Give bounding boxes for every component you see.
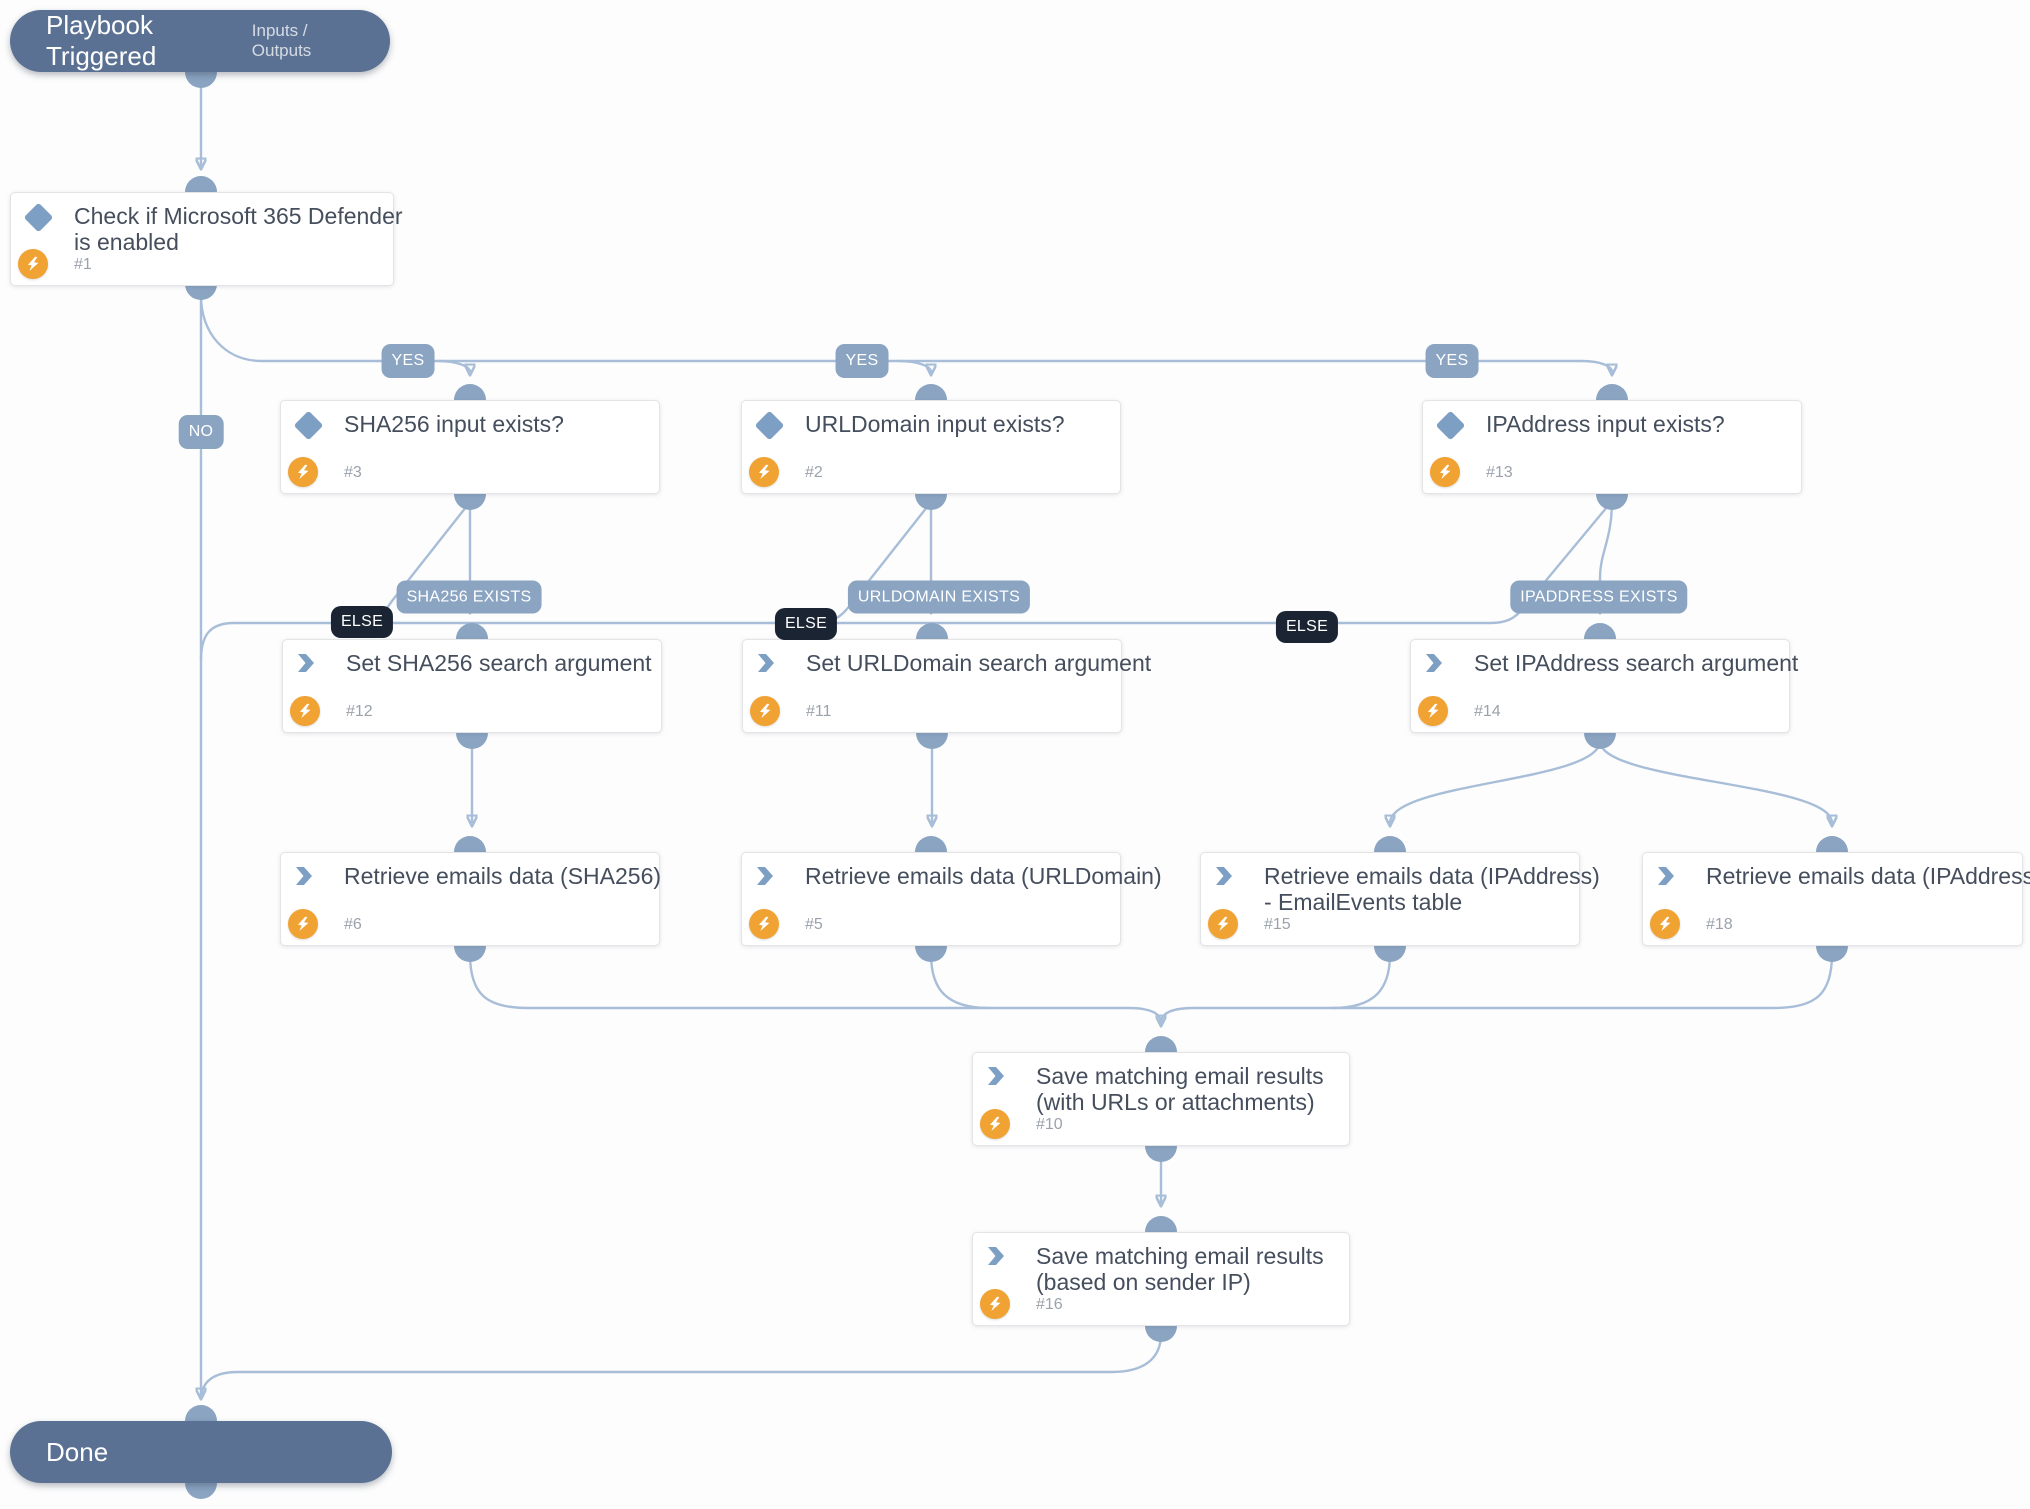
node-retrieve-emails-sha256[interactable]: Retrieve emails data (SHA256) #6 [280, 852, 662, 946]
node-id: #16 [1036, 1296, 1063, 1313]
automation-bolt-icon [749, 909, 779, 939]
automation-bolt-icon [290, 696, 320, 726]
edge-label-no: NO [178, 415, 224, 449]
node-title: Retrieve emails data (IPAddress) [1706, 863, 2030, 889]
node-save-results-urls-attachments[interactable]: Save matching email results (with URLs o… [972, 1052, 1350, 1146]
edge-label-yes-sha256: YES [381, 344, 435, 378]
edge-merge-ip-events [1331, 953, 1392, 1010]
end-terminal[interactable]: Done [10, 1421, 392, 1483]
task-chevron-icon [1656, 865, 1676, 892]
node-id: #14 [1474, 703, 1501, 720]
node-set-urldomain-argument[interactable]: Set URLDomain search argument #11 [742, 639, 1151, 733]
task-chevron-icon [756, 652, 776, 679]
edge-merge-sha256 [468, 953, 529, 1010]
edge-label-urldomain-exists: URLDOMAIN EXISTS [847, 580, 1031, 614]
node-sha256-input-exists[interactable]: SHA256 input exists? #3 [280, 400, 660, 494]
node-retrieve-emails-urldomain[interactable]: Retrieve emails data (URLDomain) #5 [741, 852, 1162, 946]
task-chevron-icon [986, 1245, 1006, 1272]
automation-bolt-icon [1418, 696, 1448, 726]
node-title: Set SHA256 search argument [346, 650, 652, 676]
edge-ipaddress-exists-drop [1600, 500, 1614, 610]
automation-bolt-icon [288, 457, 318, 487]
edge-label-ipaddress-exists: IPADDRESS EXISTS [1510, 580, 1688, 614]
node-ipaddress-input-exists[interactable]: IPAddress input exists? #13 [1422, 400, 1802, 494]
node-urldomain-input-exists[interactable]: URLDomain input exists? #2 [741, 400, 1121, 494]
node-retrieve-emails-ip-emailevents[interactable]: Retrieve emails data (IPAddress) - Email… [1200, 852, 1600, 946]
automation-bolt-icon [1650, 909, 1680, 939]
node-title: Set URLDomain search argument [806, 650, 1152, 676]
node-title: IPAddress input exists? [1486, 411, 1725, 437]
task-chevron-icon [755, 865, 775, 892]
task-chevron-icon [986, 1065, 1006, 1092]
node-id: #3 [344, 464, 362, 481]
condition-icon [293, 410, 324, 441]
automation-bolt-icon [750, 696, 780, 726]
edge-merge-urldomain [929, 953, 990, 1010]
automation-bolt-icon [288, 909, 318, 939]
task-chevron-icon [296, 652, 316, 679]
edge-yes-drop-sha256 [437, 359, 470, 372]
node-id: #11 [806, 703, 832, 720]
edge-label-else-ipaddress: ELSE [1275, 611, 1339, 643]
automation-bolt-icon [18, 249, 48, 279]
edge-save-to-done [199, 1333, 1163, 1399]
node-title: Retrieve emails data (SHA256) [344, 863, 662, 889]
node-set-ipaddress-argument[interactable]: Set IPAddress search argument #14 [1410, 639, 1798, 733]
node-title: Retrieve emails data (IPAddress) - Email… [1264, 863, 1600, 915]
node-id: #1 [74, 256, 92, 273]
automation-bolt-icon [749, 457, 779, 487]
edge-split-ip-left [1390, 740, 1602, 823]
node-id: #15 [1264, 916, 1291, 933]
node-id: #12 [346, 703, 373, 720]
node-id: #18 [1706, 916, 1733, 933]
task-chevron-icon [294, 865, 314, 892]
node-title: Set IPAddress search argument [1474, 650, 1799, 676]
start-terminal[interactable]: Playbook Triggered Inputs / Outputs [10, 10, 390, 72]
automation-bolt-icon [980, 1109, 1010, 1139]
condition-icon [754, 410, 785, 441]
edge-label-else-urldomain: ELSE [774, 608, 838, 640]
edge-label-yes-urldomain: YES [835, 344, 889, 378]
automation-bolt-icon [980, 1289, 1010, 1319]
node-title: Save matching email results (with URLs o… [1036, 1063, 1324, 1115]
node-id: #2 [805, 464, 823, 481]
edge-label-else-sha256: ELSE [330, 606, 394, 638]
automation-bolt-icon [1208, 909, 1238, 939]
node-title: SHA256 input exists? [344, 411, 564, 437]
node-id: #6 [344, 916, 362, 933]
condition-icon [23, 202, 54, 233]
inputs-outputs-link[interactable]: Inputs / Outputs [251, 21, 312, 60]
edge-merge-bus-left [528, 1006, 1161, 1023]
node-save-results-sender-ip[interactable]: Save matching email results (based on se… [972, 1232, 1350, 1326]
edge-split-ip-right [1598, 740, 1832, 823]
node-id: #13 [1486, 464, 1513, 481]
node-title: Check if Microsoft 365 Defender is enabl… [74, 203, 403, 255]
automation-bolt-icon [1430, 457, 1460, 487]
edge-yes-drop-urldomain [898, 359, 931, 372]
task-chevron-icon [1424, 652, 1444, 679]
edge-merge-ip [1773, 953, 1834, 1010]
edge-yes-bus [199, 295, 1612, 372]
end-terminal-label: Done [46, 1436, 109, 1467]
node-title: Retrieve emails data (URLDomain) [805, 863, 1162, 889]
node-check-defender[interactable]: Check if Microsoft 365 Defender is enabl… [10, 192, 403, 286]
edge-merge-bus-right [1159, 1006, 1774, 1024]
edge-label-yes-ipaddress: YES [1425, 344, 1479, 378]
node-id: #10 [1036, 1116, 1063, 1133]
task-chevron-icon [1214, 865, 1234, 892]
node-retrieve-emails-ip[interactable]: Retrieve emails data (IPAddress) #18 [1642, 852, 2030, 946]
node-id: #5 [805, 916, 823, 933]
condition-icon [1435, 410, 1466, 441]
node-title: URLDomain input exists? [805, 411, 1065, 437]
node-set-sha256-argument[interactable]: Set SHA256 search argument #12 [282, 639, 662, 733]
edge-label-sha256-exists: SHA256 EXISTS [396, 580, 542, 614]
node-title: Save matching email results (based on se… [1036, 1243, 1324, 1295]
start-terminal-label: Playbook Triggered [46, 10, 157, 71]
